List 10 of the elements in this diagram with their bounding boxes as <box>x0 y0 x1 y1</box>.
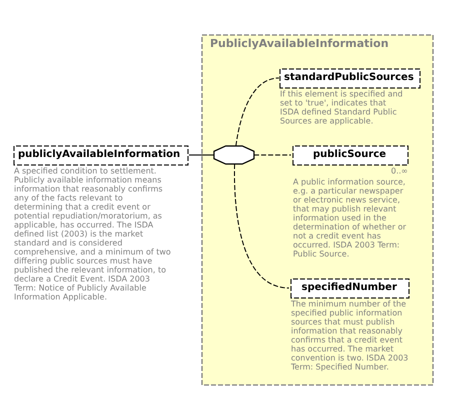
connector <box>188 154 214 155</box>
node-label: If this element is specified and set to 'true', indicates that ISDA defined Standard Public Sources are applicable. <box>280 88 402 125</box>
connector <box>234 77 279 146</box>
node-label: The minimum number of the specified public information sources that must publish information that reasonably confirms that a credit event has occurred. The market convention is two. ISDA 2003 Term: Specified Number. <box>290 298 408 371</box>
node-octagon <box>212 144 254 164</box>
node-label: A public information source, e.g. a particular newspaper or electronic news service, that may publish relevant information used in the determination of whether or not a credit event has occurred. ISDA 2003 Term: Public Source. <box>292 176 406 258</box>
node-label: A specified condition to settlement. Publicly available information means information that reasonably confirms any of the facts relevant to determining that a credit event or potential repudiation/moratorium, as applicable, has occurred. The ISDA defined list (2003) is the market standard and is considered comprehensive, and a minimum of two differing public sources must have published the relevant information, to declare a Credit Event. ISDA 2003 Term: Notice of Publicly Available Information Applicable. <box>14 166 170 301</box>
node-label: 0..∞ <box>390 166 408 175</box>
connector <box>233 163 289 288</box>
connector <box>253 154 291 155</box>
